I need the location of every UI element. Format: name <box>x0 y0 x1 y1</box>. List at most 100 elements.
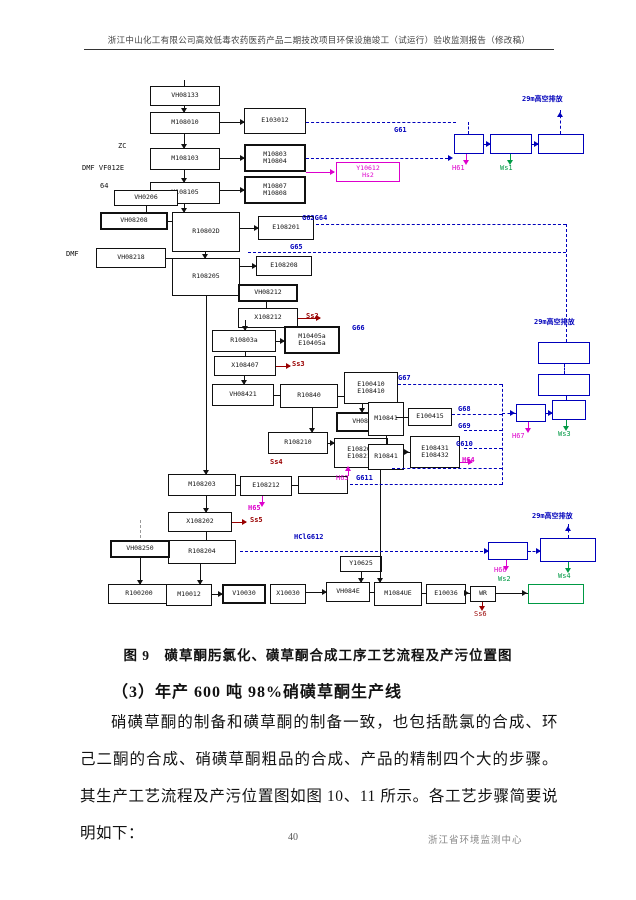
diagram-node: R10802D <box>172 212 240 252</box>
diagram-node: M108103 <box>150 148 220 170</box>
diagram-label: Ss3 <box>292 360 305 368</box>
diagram-label: H65 <box>248 504 261 512</box>
diagram-connector <box>564 364 565 374</box>
diagram-label: H64 <box>462 456 475 464</box>
diagram-label: Ws3 <box>558 430 571 438</box>
diagram-node: R10840 <box>280 384 338 408</box>
diagram-connector <box>220 122 244 123</box>
arrowhead-icon <box>181 144 187 149</box>
body-paragraph: 硝磺草酮的制备和磺草酮的制备一致，也包括酰氯的合成、环己二酮的合成、硝磺草酮粗品… <box>80 714 558 842</box>
diagram-label: Ss5 <box>250 516 263 524</box>
diagram-connector <box>348 468 349 476</box>
diagram-connector <box>306 158 448 159</box>
diagram-connector <box>184 170 185 182</box>
diagram-label: H63 <box>336 474 349 482</box>
diagram-connector <box>502 384 503 485</box>
arrowhead-icon <box>254 225 259 231</box>
arrowhead-icon <box>203 470 209 475</box>
arrowhead-icon <box>358 578 364 583</box>
diagram-node: M1084UE <box>374 582 422 606</box>
diagram-node: E108201 <box>258 216 314 240</box>
diagram-node: E103012 <box>244 108 306 134</box>
diagram-connector <box>422 593 426 594</box>
diagram-connector <box>528 422 529 430</box>
diagram-label: Ss4 <box>270 458 283 466</box>
diagram-connector <box>468 122 469 134</box>
header-text: 浙江中山化工有限公司高效低毒农药医药产品二期技改项目环保设施竣工（试运行）验收监… <box>107 35 531 45</box>
arrowhead-icon <box>280 338 285 344</box>
diagram-label: G610 <box>456 440 473 448</box>
section-heading: （3）年产 600 吨 98%硝磺草酮生产线 <box>112 684 403 701</box>
diagram-connector <box>361 572 362 582</box>
diagram-node: V10030 <box>222 584 266 604</box>
diagram-node: VH08208 <box>100 212 168 230</box>
arrowhead-icon <box>565 568 571 573</box>
diagram-connector <box>232 522 246 523</box>
diagram-connector <box>312 408 313 432</box>
footer-org: 浙江省环境监测中心 <box>428 836 523 846</box>
arrowhead-icon <box>548 410 553 416</box>
diagram-label: Ws4 <box>558 572 571 580</box>
diagram-connector <box>496 593 528 594</box>
diagram-connector <box>240 551 488 552</box>
diagram-connector <box>220 190 244 191</box>
arrowhead-icon <box>377 578 383 583</box>
diagram-connector <box>206 496 207 512</box>
diagram-node: R108204 <box>168 540 236 564</box>
arrowhead-icon <box>203 508 209 513</box>
diagram-label: Ws2 <box>498 575 511 583</box>
arrowhead-icon <box>309 428 315 433</box>
diagram-connector <box>166 258 172 259</box>
diagram-node: Y10625 <box>340 556 382 572</box>
diagram-connector <box>466 154 467 162</box>
diagram-node: VH08218 <box>96 248 166 268</box>
diagram-connector <box>380 470 381 582</box>
diagram-label: Ss6 <box>474 610 487 618</box>
diagram-node <box>298 476 348 494</box>
diagram-node <box>538 342 590 364</box>
diagram-connector <box>168 221 172 222</box>
arrowhead-icon <box>241 380 247 385</box>
diagram-node: R100200 <box>108 584 170 604</box>
diagram-connector <box>306 592 326 593</box>
diagram-label: G68 <box>458 405 471 413</box>
diagram-node: WR <box>470 586 496 602</box>
diagram-label: G61 <box>394 126 407 134</box>
diagram-connector <box>245 320 246 330</box>
diagram-node <box>528 584 584 604</box>
diagram-connector <box>306 122 456 123</box>
diagram-label: Ws1 <box>500 164 513 172</box>
diagram-connector <box>568 524 569 538</box>
diagram-node: VH08133 <box>150 86 220 106</box>
diagram-node <box>454 134 484 154</box>
diagram-node: E108212 <box>240 476 292 496</box>
diagram-node: R10803a <box>212 330 276 352</box>
diagram-node: X10030 <box>270 584 306 604</box>
arrowhead-icon <box>563 426 569 431</box>
diagram-connector <box>566 420 567 428</box>
diagram-node: M10803 M10804 <box>244 144 306 172</box>
arrowhead-icon <box>286 363 291 369</box>
arrowhead-icon <box>330 169 335 175</box>
arrowhead-icon <box>218 591 223 597</box>
arrowhead-icon <box>316 315 321 321</box>
diagram-label: 29m高空排放 <box>534 318 575 326</box>
diagram-label: H61 <box>452 164 465 172</box>
diagram-node: Y10612 Hs2 <box>336 162 400 182</box>
diagram-node: M10012 <box>166 584 212 606</box>
diagram-connector <box>398 384 502 385</box>
diagram-label: G66 <box>352 324 365 332</box>
diagram-label: 29m高空排放 <box>532 512 573 520</box>
diagram-node: M10807 M10808 <box>244 176 306 204</box>
diagram-node: E10036 <box>426 584 466 604</box>
diagram-connector <box>566 224 567 342</box>
arrowhead-icon <box>557 112 563 117</box>
diagram-connector <box>146 206 147 212</box>
diagram-connector <box>396 417 408 418</box>
diagram-connector <box>506 560 507 568</box>
arrowhead-icon <box>484 548 489 554</box>
diagram-node: VH08212 <box>238 284 298 302</box>
diagram-connector <box>338 396 344 397</box>
